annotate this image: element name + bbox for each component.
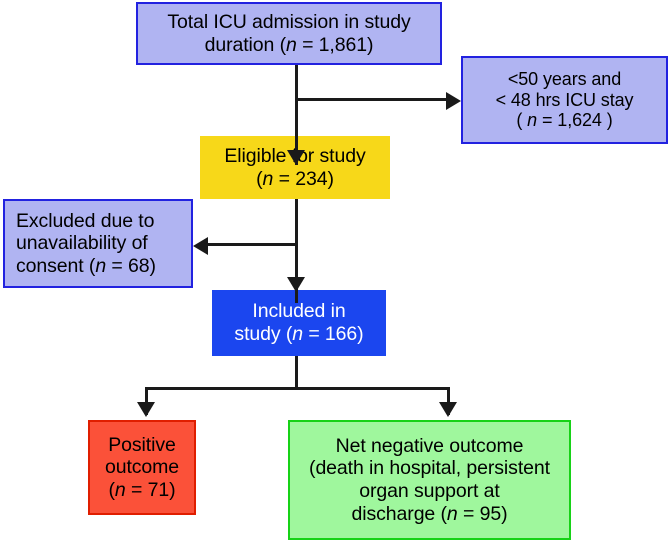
connector-included-stem	[295, 356, 298, 390]
node-negative-outcome: Net negative outcome(death in hospital, …	[288, 420, 571, 540]
connector-eligible-to-included	[295, 199, 298, 303]
connector-outcome-split-bar	[145, 387, 450, 390]
node-excluded-age-stay: <50 years and< 48 hrs ICU stay( n = 1,62…	[461, 56, 668, 144]
node-negative-outcome-label: Net negative outcome(death in hospital, …	[309, 434, 550, 525]
connector-eligible-to-excluded-consent	[207, 243, 297, 246]
node-excluded-age-stay-label: <50 years and< 48 hrs ICU stay( n = 1,62…	[495, 68, 634, 131]
arrowhead-left-to-excluded-consent	[193, 237, 208, 255]
node-eligible-for-study-label: Eligible for study(n = 234)	[224, 144, 366, 190]
connector-total-to-excluded-age	[295, 98, 448, 101]
connector-split-left-drop	[145, 387, 148, 415]
arrowhead-down-to-positive-outcome	[137, 402, 155, 417]
arrowhead-down-to-eligible	[287, 150, 305, 165]
arrowhead-down-to-negative-outcome	[439, 402, 457, 417]
connector-split-right-drop	[447, 387, 450, 415]
connector-total-to-eligible	[295, 65, 298, 165]
arrowhead-down-to-included	[287, 277, 305, 292]
arrowhead-right-to-excluded-age	[446, 92, 461, 110]
